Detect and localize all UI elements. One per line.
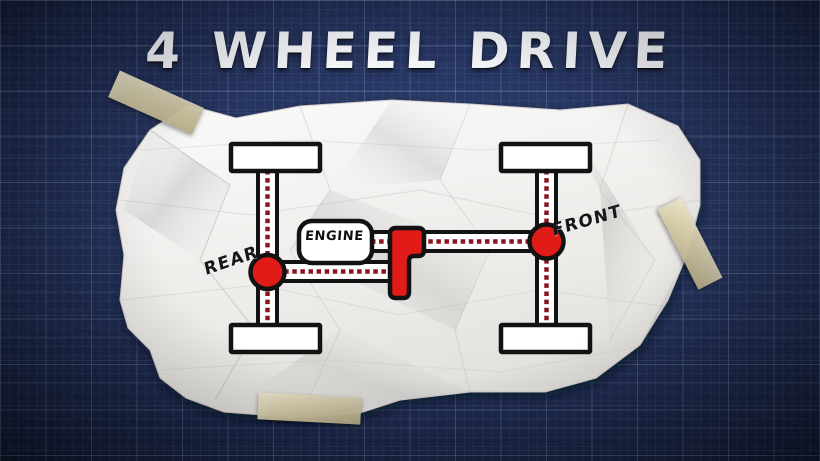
page-title: 4 WHEEL DRIVE	[143, 22, 677, 80]
tape-bottom	[257, 392, 362, 425]
front-left-wheel	[498, 141, 593, 174]
rear-right-wheel	[228, 322, 323, 355]
rear-axle	[256, 166, 279, 330]
front-right-wheel	[498, 322, 593, 355]
label-engine: ENGINE	[304, 229, 365, 244]
rear-left-wheel	[228, 141, 323, 174]
